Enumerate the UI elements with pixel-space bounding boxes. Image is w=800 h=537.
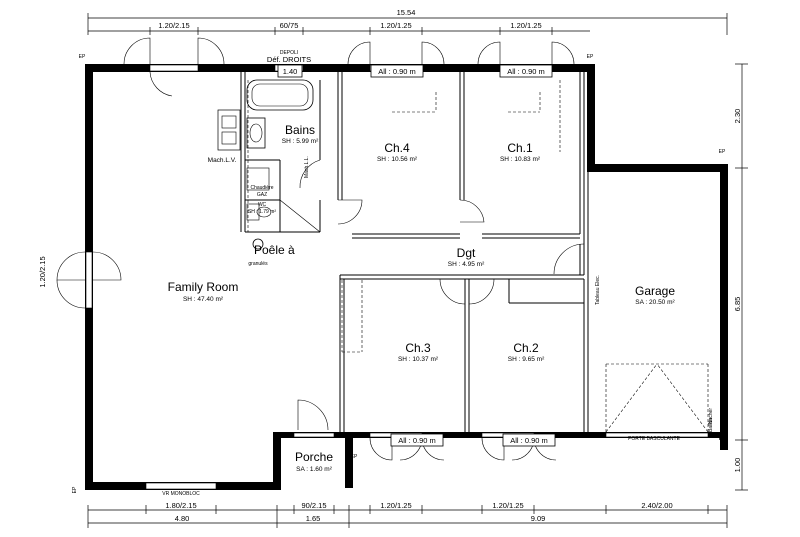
bottom-opening-dim-1: 1.80/2.15 — [165, 501, 196, 510]
bath-window-tag-box — [277, 64, 303, 78]
wall-openings — [85, 64, 709, 490]
room-wc-name: WC — [258, 202, 267, 208]
room-porche-name: Porche — [295, 450, 333, 464]
bottom-opening-dim-5: 2.40/2.00 — [641, 501, 672, 510]
bottom-dimension-lines — [87, 505, 728, 528]
ep-top-right: EP — [587, 54, 594, 60]
ch1-window-tag: All : 0.90 m — [507, 67, 545, 76]
ch2-window-tag-box — [502, 433, 556, 447]
top-opening-dim-4: 1.20/1.25 — [510, 21, 541, 30]
ep-top-left: EP — [79, 54, 86, 60]
right-dimension-lines — [735, 63, 748, 491]
mach-ll-label: Mach.L.L. — [304, 156, 310, 178]
left-window-swings — [56, 251, 122, 309]
room-ch4-name: Ch.4 — [384, 141, 410, 155]
ep-porch: EP — [351, 454, 358, 460]
interior-door-swings — [149, 71, 585, 431]
bottom-total-dim-3: 9.09 — [531, 514, 546, 523]
room-garage-name: Garage — [635, 284, 675, 298]
def-droits-label: Déf. DROITS — [267, 55, 311, 64]
bottom-total-dim-2: 1.65 — [306, 514, 321, 523]
right-dim-2: 6.85 — [733, 297, 742, 312]
room-ch3-area: SH : 10.37 m² — [398, 356, 439, 363]
interior-walls — [240, 72, 589, 432]
right-dim-3: 1.00 — [733, 458, 742, 473]
ch1-window-tag-box — [499, 64, 553, 78]
exterior-walls — [85, 64, 728, 490]
right-dim-1: 2.30 — [733, 109, 742, 124]
room-ch3-name: Ch.3 — [405, 341, 431, 355]
top-total-dimension: 15.54 — [397, 8, 416, 17]
granules-label: granulés — [248, 261, 268, 267]
bath-fixtures — [217, 79, 314, 250]
ballon-label: Ballon — [708, 418, 714, 432]
bath-window-tag: 1.40 — [283, 67, 298, 76]
ch2-window-tag: All : 0.90 m — [510, 436, 548, 445]
room-garage-area: SA : 20.50 m² — [635, 299, 675, 306]
top-dimension-lines — [87, 13, 728, 35]
room-wc-area: SH : 1.79 m² — [248, 209, 276, 215]
room-ch2-area: SH : 9.65 m² — [508, 356, 545, 363]
top-window-swings — [123, 37, 575, 65]
chaudiere-label: Chaudière — [250, 185, 273, 191]
dashed-lines — [247, 80, 709, 433]
bottom-opening-dim-3: 1.20/1.25 — [380, 501, 411, 510]
room-bains-name: Bains — [285, 123, 315, 137]
tableau-elec-label: Tableau Elec. — [595, 275, 601, 305]
ep-garage-top: EP — [719, 149, 726, 155]
top-opening-dim-1: 1.20/2.15 — [158, 21, 189, 30]
top-opening-dim-3: 1.20/1.25 — [380, 21, 411, 30]
bottom-total-dim-1: 4.80 — [175, 514, 190, 523]
room-family-name: Family Room — [168, 280, 239, 294]
top-opening-dim-2: 60/75 — [280, 21, 299, 30]
nacher-label: Nacher — [708, 408, 714, 424]
mach-lv-label: Mach.L.V. — [208, 157, 237, 164]
room-ch1-area: SH : 10.83 m² — [500, 156, 541, 163]
ep-bottom-left: EP — [72, 486, 78, 493]
porte-basculante-label: PORTE BASCULANTE — [628, 436, 681, 442]
left-dim: 1.20/2.15 — [38, 256, 47, 287]
bottom-opening-dim-2: 90/2.15 — [301, 501, 326, 510]
depoli-label: DEPOLI — [280, 50, 298, 56]
room-ch2-name: Ch.2 — [513, 341, 539, 355]
room-porche-area: SA : 1.60 m² — [296, 466, 333, 473]
ch4-window-tag-box — [370, 64, 424, 78]
room-ch4-area: SH : 10.56 m² — [377, 156, 418, 163]
bottom-opening-dim-4: 1.20/1.25 — [492, 501, 523, 510]
ch3-window-tag: All : 0.90 m — [398, 436, 436, 445]
room-dgt-name: Dgt — [457, 246, 476, 260]
room-bains-area: SH : 5.99 m² — [282, 138, 319, 145]
room-ch1-name: Ch.1 — [507, 141, 533, 155]
ch4-window-tag: All : 0.90 m — [378, 67, 416, 76]
gaz-label: GAZ — [257, 192, 267, 198]
ch3-window-tag-box — [390, 433, 444, 447]
poele-label: Poêle à — [254, 243, 295, 257]
room-family-area: SH : 47.40 m² — [183, 296, 224, 303]
vr-monobloc-label: VR MONOBLOC — [162, 491, 200, 497]
room-dgt-area: SH : 4.95 m² — [448, 261, 485, 268]
